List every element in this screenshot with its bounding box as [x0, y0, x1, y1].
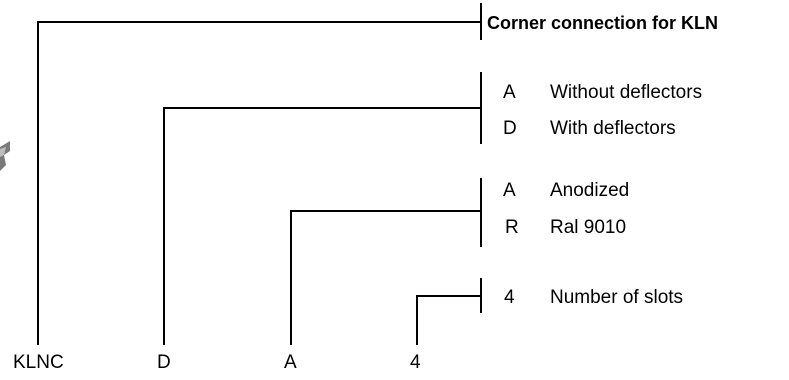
connector-slots: [416, 295, 481, 345]
option-code-slots: 4: [504, 287, 515, 308]
diagram-title: Corner connection for KLN: [487, 13, 719, 33]
code-part-slots: 4: [410, 352, 421, 373]
option-code-with-deflectors: D: [503, 118, 517, 139]
code-part-deflector: D: [157, 352, 171, 373]
connector-finish: [290, 210, 481, 345]
option-label-anodized: Anodized: [550, 180, 630, 201]
option-label-with-deflectors: With deflectors: [550, 118, 676, 139]
code-part-finish: A: [284, 352, 297, 373]
option-label-slots: Number of slots: [550, 287, 684, 308]
option-label-ral: Ral 9010: [550, 217, 627, 238]
option-label-without-deflectors: Without deflectors: [550, 82, 703, 103]
partial-product-image: [0, 141, 10, 171]
option-code-without-deflectors: A: [503, 82, 516, 103]
connector-klnc: [37, 21, 481, 345]
option-code-ral: R: [505, 217, 519, 238]
code-part-klnc: KLNC: [13, 352, 64, 373]
connector-deflector: [163, 107, 481, 345]
option-code-anodized: A: [503, 180, 516, 201]
